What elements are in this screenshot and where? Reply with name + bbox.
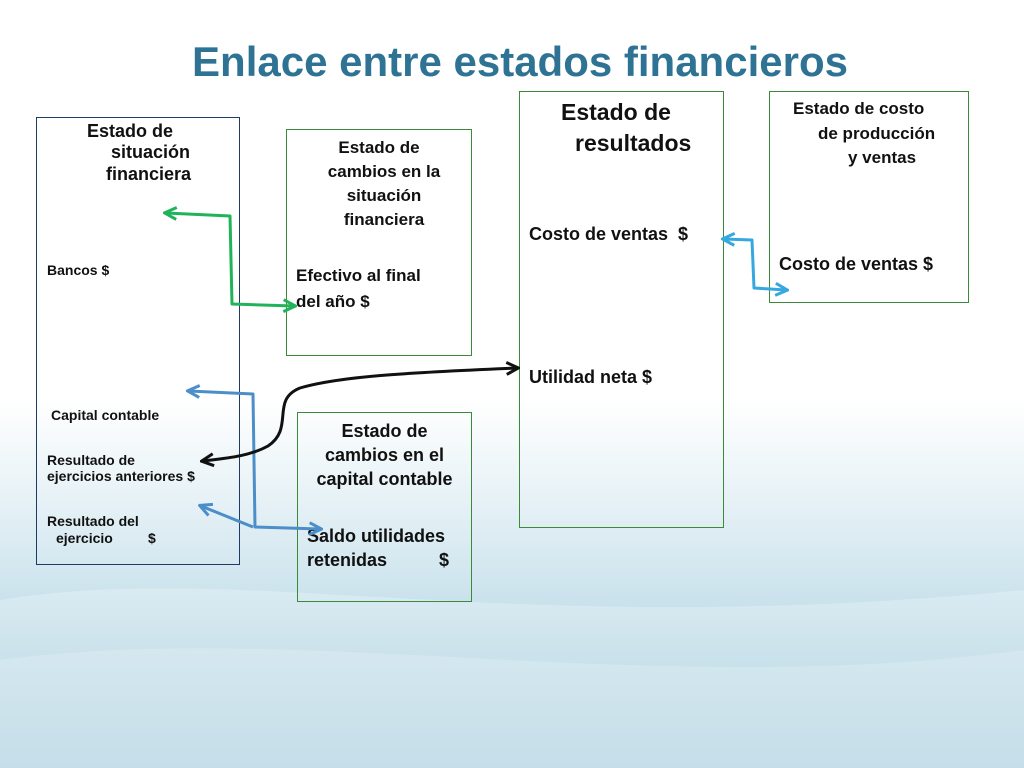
situacion-heading-1: Estado de [87,121,174,141]
box-costo-produccion [769,91,969,303]
box-situacion-financiera [36,117,240,565]
saldo-utilidades-1: Saldo utilidades [307,526,446,546]
costo-produccion-heading-2: de producción [818,124,936,143]
cambios-capital-heading-1: Estado de [341,421,428,441]
resultado-anteriores-1: Resultado de [47,452,135,468]
resultados-heading-2: resultados [575,130,692,156]
costo-produccion-heading-3: y ventas [848,148,917,167]
utilidad-neta-label: Utilidad neta $ [529,367,653,387]
cambios-capital-heading-2: cambios en el [324,445,445,465]
cambios-situacion-heading-2: cambios en la [327,162,441,181]
resultados-heading-1: Estado de [561,99,671,125]
capital-contable-label: Capital contable [51,407,160,423]
efectivo-final-2: del año $ [296,292,370,311]
cambios-situacion-heading-1: Estado de [338,138,420,157]
page-title: Enlace entre estados financieros [192,38,848,85]
resultados-costo-ventas: Costo de ventas $ [529,224,689,244]
cambios-situacion-heading-3: situación [346,186,422,205]
cambios-capital-heading-3: capital contable [316,469,453,489]
cambios-situacion-heading-4: financiera [343,210,425,229]
resultado-anteriores-2: ejercicios anteriores $ [47,468,195,484]
situacion-heading-3: financiera [106,164,192,184]
situacion-heading-2: situación [111,142,191,162]
costo-produccion-heading-1: Estado de costo [793,99,925,118]
costo-produccion-costo-ventas: Costo de ventas $ [779,254,934,274]
resultado-ejercicio-1: Resultado del [47,513,139,529]
saldo-utilidades-2: retenidas [307,550,388,570]
box-estado-resultados [519,91,724,528]
resultado-ejercicio-2: ejercicio [56,530,113,546]
bancos-label: Bancos $ [47,262,110,278]
resultado-ejercicio-3: $ [148,530,156,546]
saldo-utilidades-3: $ [439,550,450,570]
efectivo-final-1: Efectivo al final [296,266,421,285]
